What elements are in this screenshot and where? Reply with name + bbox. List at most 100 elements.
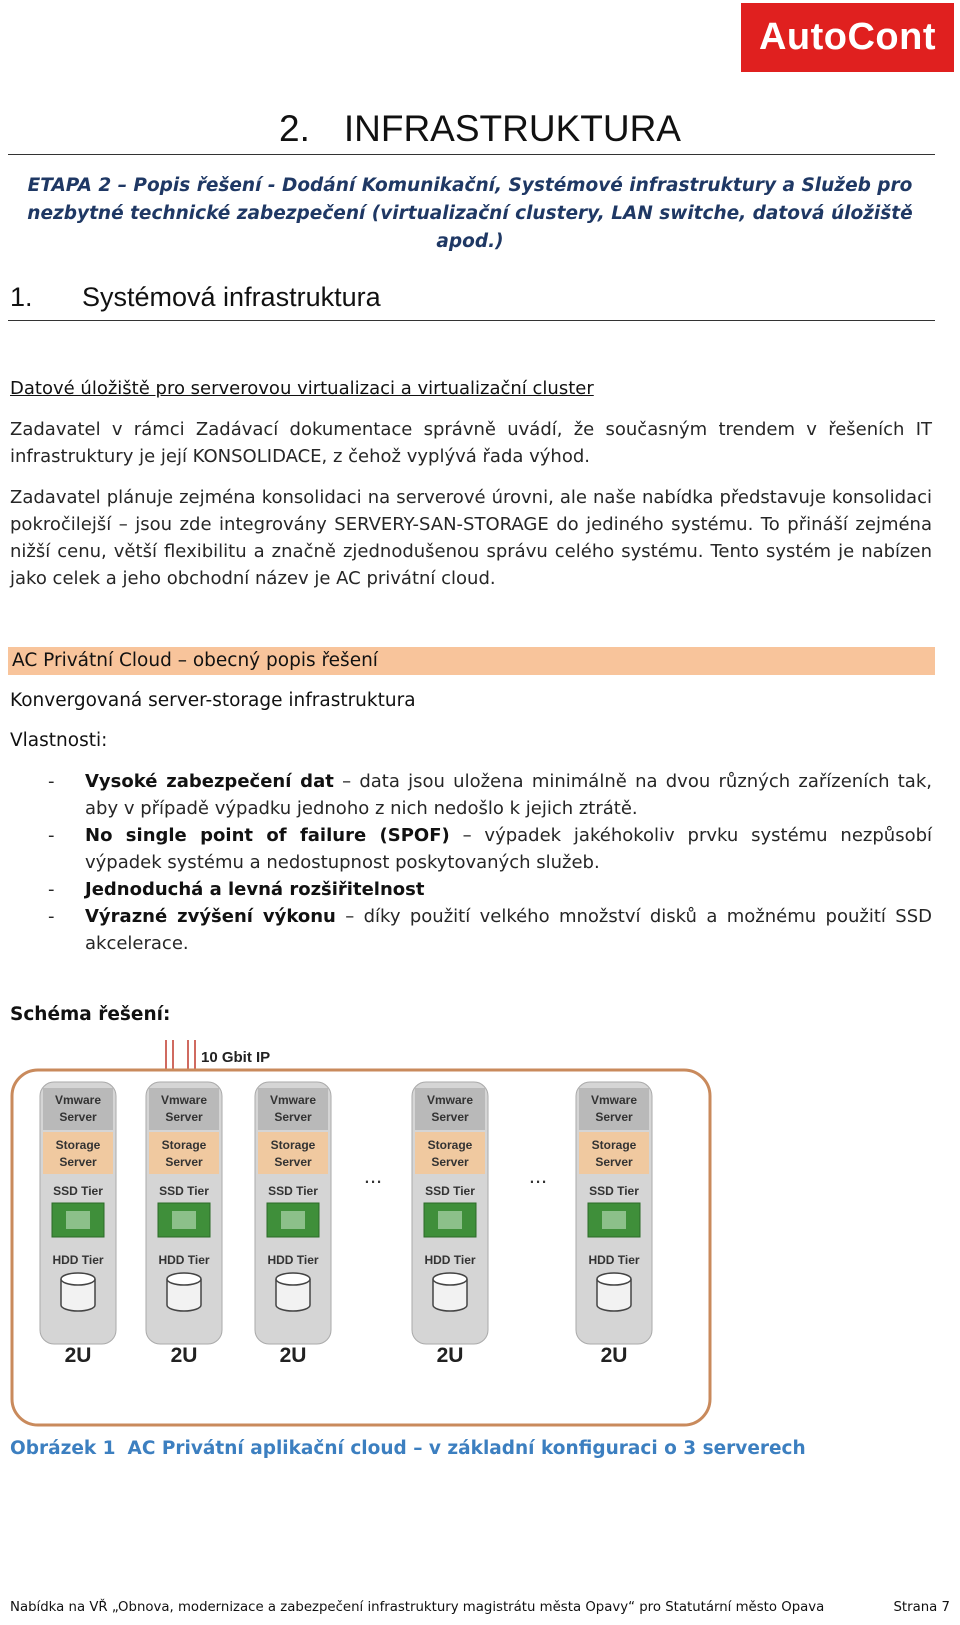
bullet-dash: - — [48, 906, 55, 927]
stage-subtitle: ETAPA 2 – Popis řešení - Dodání Komunika… — [27, 175, 913, 252]
hdd-label: HDD Tier — [588, 1253, 639, 1267]
hdd-label: HDD Tier — [267, 1253, 318, 1267]
figure-caption: Obrázek 1 AC Privátní aplikační cloud – v… — [10, 1438, 806, 1459]
ssd-label: SSD Tier — [159, 1184, 209, 1198]
units-label: 2U — [65, 1344, 92, 1367]
storage-block — [149, 1132, 219, 1174]
vmware-label: Vmware — [161, 1093, 207, 1107]
vmware-label: Vmware — [55, 1093, 101, 1107]
hdd-disk-icon — [596, 1279, 632, 1312]
hdd-disk-top — [166, 1272, 202, 1286]
bullet-bold: Vysoké zabezpečení dat — [85, 771, 334, 792]
bullet-bold: No single point of failure (SPOF) — [85, 825, 450, 846]
bullet-bold: Jednoduchá a levná rozšiřitelnost — [85, 879, 425, 900]
vmware-label: Vmware — [427, 1093, 473, 1107]
storage-block — [415, 1132, 485, 1174]
list-item: -Jednoduchá a levná rozšiřitelnost — [48, 876, 932, 903]
ssd-chip-core — [66, 1211, 90, 1229]
hdd-disk-icon — [432, 1279, 468, 1312]
vmware-label: Server — [274, 1110, 312, 1124]
storage-label: Server — [431, 1155, 469, 1169]
storage-label: Server — [59, 1155, 97, 1169]
storage-label: Server — [274, 1155, 312, 1169]
storage-heading: Datové úložiště pro serverovou virtualiz… — [10, 378, 594, 399]
hdd-disk-top — [432, 1272, 468, 1286]
section-heading: 1. Systémová infrastruktura — [10, 282, 381, 313]
footer-text: Nabídka na VŘ „Obnova, modernizace a zab… — [10, 1600, 825, 1615]
page-number: Strana 7 — [893, 1600, 950, 1615]
vmware-label: Server — [595, 1110, 633, 1124]
storage-paragraph-1: Zadavatel v rámci Zadávací dokumentace s… — [10, 419, 932, 467]
units-label: 2U — [171, 1344, 198, 1367]
properties-label: Vlastnosti: — [10, 730, 108, 751]
vmware-label: Vmware — [591, 1093, 637, 1107]
ssd-chip-icon — [423, 1202, 477, 1238]
cloud-highlight-title: AC Privátní Cloud – obecný popis řešení — [12, 650, 378, 671]
storage-paragraph-2: Zadavatel plánuje zejména konsolidaci na… — [10, 487, 932, 589]
vmware-label: Server — [59, 1110, 97, 1124]
properties-list: -Vysoké zabezpečení dat – data jsou ulož… — [48, 768, 932, 957]
section-divider — [8, 320, 935, 321]
vmware-block — [258, 1088, 328, 1130]
ssd-chip-core — [438, 1211, 462, 1229]
bullet-dash: - — [48, 825, 55, 846]
vmware-block — [579, 1088, 649, 1130]
chapter-divider — [8, 154, 935, 155]
caption-text: AC Privátní aplikační cloud – v základní… — [127, 1438, 806, 1459]
converged-heading: Konvergovaná server-storage infrastruktu… — [10, 690, 416, 711]
ssd-label: SSD Tier — [425, 1184, 475, 1198]
chapter-title: 2. INFRASTRUKTURA — [0, 108, 960, 150]
list-item: -Výrazné zvýšení výkonu – díky použití v… — [48, 903, 932, 957]
caption-number: Obrázek 1 — [10, 1438, 116, 1459]
vmware-block — [415, 1088, 485, 1130]
storage-label: Storage — [56, 1138, 101, 1152]
hdd-disk-top — [596, 1272, 632, 1286]
ellipsis: ... — [364, 1163, 382, 1188]
units-label: 2U — [601, 1344, 628, 1367]
hdd-disk-icon — [166, 1279, 202, 1312]
ssd-chip-core — [281, 1211, 305, 1229]
storage-label: Server — [595, 1155, 633, 1169]
ssd-chip-core — [172, 1211, 196, 1229]
storage-block — [43, 1132, 113, 1174]
vmware-block — [149, 1088, 219, 1130]
storage-label: Server — [165, 1155, 203, 1169]
company-logo: AutoCont — [741, 3, 954, 72]
hdd-disk-icon — [275, 1279, 311, 1312]
schema-label: Schéma řešení: — [10, 1004, 171, 1025]
bullet-text: – výpadek jakéhokoliv prvku systému nezp… — [85, 825, 933, 873]
section-number: 1. — [10, 282, 33, 312]
ssd-label: SSD Tier — [268, 1184, 318, 1198]
hdd-disk-top — [275, 1272, 311, 1286]
storage-block — [258, 1132, 328, 1174]
bullet-bold: Výrazné zvýšení výkonu — [85, 906, 336, 927]
vmware-label: Server — [431, 1110, 469, 1124]
units-label: 2U — [280, 1344, 307, 1367]
hdd-label: HDD Tier — [424, 1253, 475, 1267]
ellipsis: ... — [529, 1163, 547, 1188]
units-label: 2U — [437, 1344, 464, 1367]
ssd-label: SSD Tier — [53, 1184, 103, 1198]
highlight-bar — [8, 647, 935, 675]
chapter-title-text: INFRASTRUKTURA — [343, 108, 681, 149]
storage-label: Storage — [162, 1138, 207, 1152]
bullet-dash: - — [48, 771, 55, 792]
storage-label: Storage — [592, 1138, 637, 1152]
section-title: Systémová infrastruktura — [82, 282, 381, 312]
hdd-label: HDD Tier — [158, 1253, 209, 1267]
vmware-label: Vmware — [270, 1093, 316, 1107]
ssd-chip-core — [602, 1211, 626, 1229]
network-label: 10 Gbit IP — [201, 1049, 270, 1066]
vmware-block — [43, 1088, 113, 1130]
storage-label: Storage — [271, 1138, 316, 1152]
vmware-label: Server — [165, 1110, 203, 1124]
storage-label: Storage — [428, 1138, 473, 1152]
list-item: - No single point of failure (SPOF) – výp… — [48, 822, 932, 876]
list-item: -Vysoké zabezpečení dat – data jsou ulož… — [48, 768, 932, 822]
chapter-number: 2. — [279, 108, 310, 149]
